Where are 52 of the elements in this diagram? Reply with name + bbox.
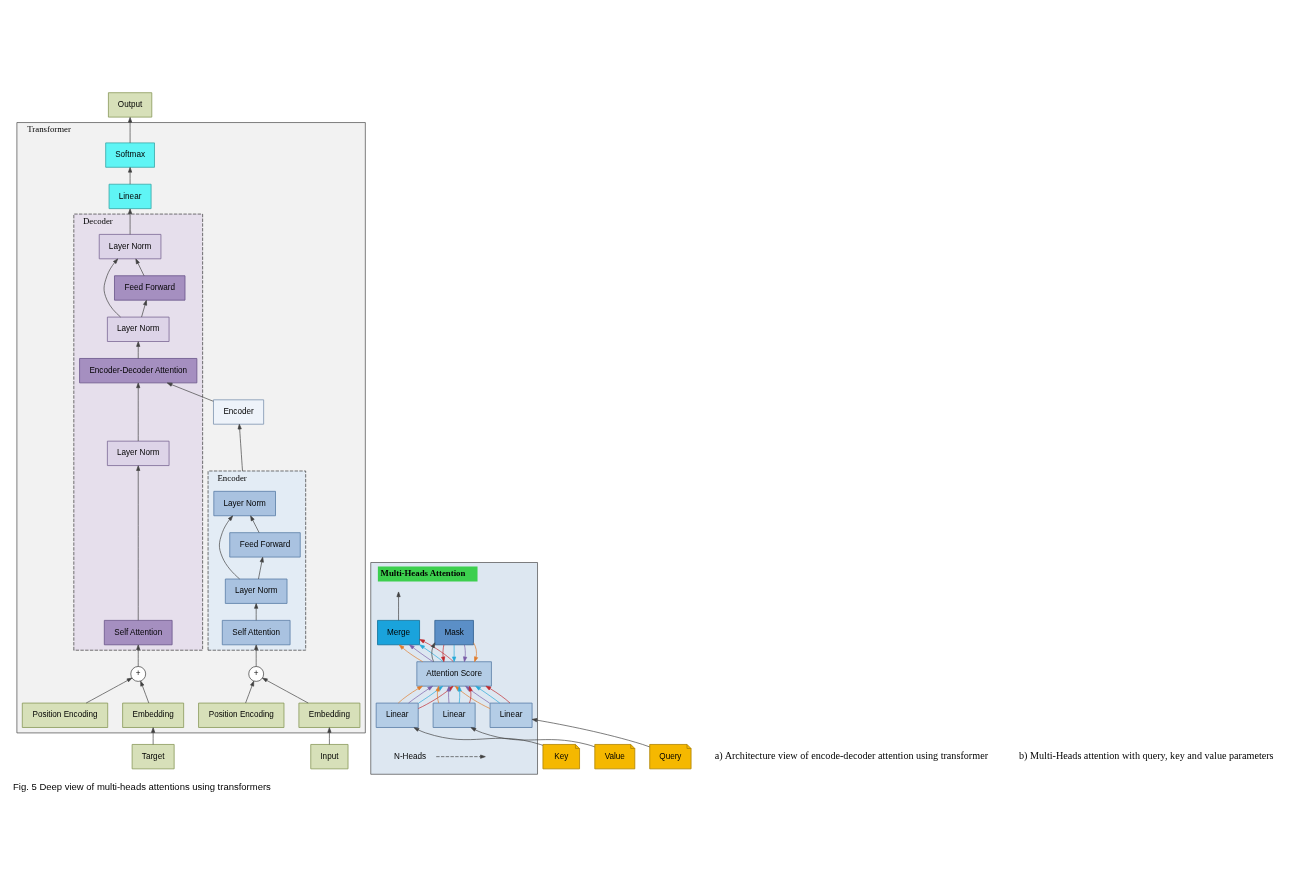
arrow [85, 677, 133, 703]
arrow [237, 423, 243, 471]
arrow [136, 464, 141, 621]
arrow [262, 677, 309, 703]
arrow [136, 382, 141, 441]
arrow [475, 685, 501, 703]
arrow [128, 208, 133, 235]
arrow [397, 685, 423, 703]
arrow [468, 685, 473, 703]
arrow [327, 726, 332, 745]
arrow [250, 515, 260, 533]
label: a) Architecture view of encode-decoder attention using transformer [714, 749, 989, 761]
arrow [151, 726, 156, 745]
arrow [141, 299, 147, 317]
arrow [430, 641, 436, 662]
arrow [140, 680, 150, 703]
arrow [473, 641, 478, 662]
arrow [463, 644, 468, 662]
arrow [419, 643, 444, 662]
arrow [531, 717, 650, 747]
arrow [419, 638, 454, 662]
arrow [408, 685, 433, 703]
arrow [396, 591, 401, 621]
arrow [128, 116, 133, 143]
arrow [465, 685, 491, 704]
arrow [413, 726, 544, 746]
arrow [470, 726, 596, 747]
arrow [441, 644, 446, 662]
arrow [254, 602, 259, 621]
arrow [454, 685, 491, 709]
arrow [245, 680, 255, 703]
arrow [435, 754, 486, 759]
arrow [418, 685, 443, 704]
arrow [136, 340, 141, 359]
arrow [399, 644, 423, 662]
label: b) Multi-Heads attention with query, key and value parameters [1019, 749, 1274, 761]
arrow [254, 644, 259, 667]
arrow [446, 685, 451, 703]
arrow [258, 556, 264, 579]
arrow [136, 644, 141, 667]
arrow [435, 685, 440, 703]
arrow [409, 643, 434, 662]
arrow [417, 685, 454, 709]
arrow [166, 382, 214, 402]
arrow [452, 644, 457, 662]
arrow [485, 685, 511, 703]
arrow [103, 258, 121, 317]
arrow [135, 258, 145, 276]
arrow [128, 166, 133, 184]
caption: Fig. 5 Deep view of multi-heads attentions using transformers [13, 780, 271, 792]
arrow [457, 685, 462, 703]
arrow [219, 515, 240, 579]
